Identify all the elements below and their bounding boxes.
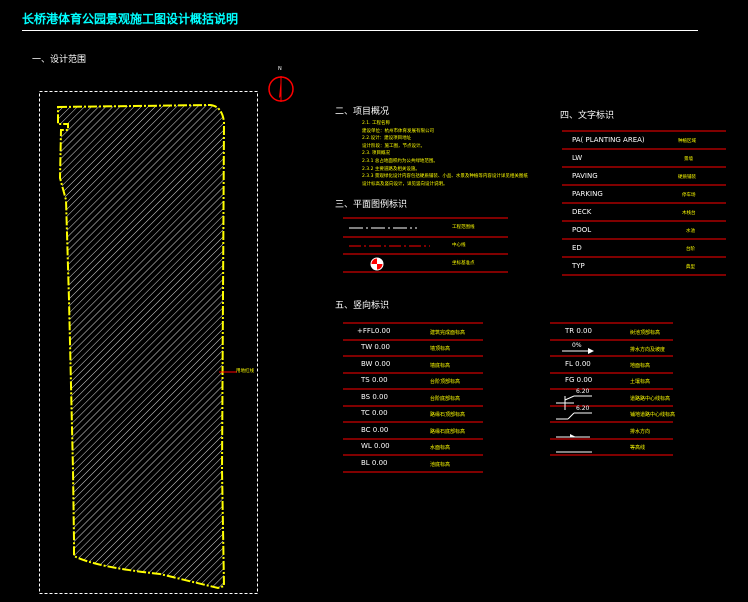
section5-heading: 五、竖向标识 [335,301,390,311]
section5-right-code: 0% [572,342,582,349]
section3-desc: 工程范围线 [452,225,475,230]
section5-left-desc: 建筑完成面标高 [430,330,466,336]
drainage-direction-icon [556,434,590,438]
section5-left-code: TS 0.00 [361,376,388,384]
section3-heading: 三、平面图例标识 [335,200,408,210]
section5-left-code: BS 0.00 [361,393,388,401]
section4-desc: 景墙 [684,157,693,162]
section2-line: 设计标高及竖向设计，详见竖向设计说明。 [362,181,448,187]
section5-right-code: FG 0.00 [565,376,593,384]
boundary-label: 用地红线 [236,369,254,374]
section5-right-desc: 树池顶部标高 [630,330,661,336]
section5-right-row-lines [550,322,673,456]
section2-heading: 二、项目概况 [335,107,390,117]
section5-left-row-lines [343,322,483,473]
section4-desc: 硬质铺装 [678,175,696,180]
section4-desc: 台阶 [686,247,695,252]
section1-heading: 一、设计范围 [32,55,87,65]
section4-code: POOL [572,226,592,234]
section2-line: 2.2.设计：建设项目地址 [362,136,412,142]
section2-line: 2.3.2 主要道路及相关设施。 [362,166,420,172]
section5-right-desc: 道路路中心线标高 [630,396,671,402]
section4-heading: 四、文字标识 [560,111,615,121]
section4-desc: 木栈台 [682,211,696,216]
section5-left-desc: 墙底标高 [430,363,451,369]
section4-desc: 水池 [686,229,695,234]
section2-line: 2.3.1 总占地面积约为公共绿地范围。 [362,158,438,164]
section2-line: 2.3.3 景观绿化设计内容包括硬质铺装、小品、水景及种植等内容设计详见相关图纸 [362,174,528,180]
section5-left-desc: 路缘石底部标高 [430,429,466,435]
section3-legend-lines [343,217,508,273]
section5-left-code: +FFL0.00 [357,327,391,335]
road-centerline-icon [556,395,592,410]
section5-right-desc: 排水方向 [630,429,651,435]
north-label: N [278,66,282,72]
section5-right-desc: 铺地道路中心线标高 [630,412,676,418]
section3-desc: 坐标基准点 [452,261,475,266]
section5-left-desc: 台阶底部标高 [430,396,461,402]
section5-left-code: TW 0.00 [361,343,391,351]
section4-code: PARKING [572,190,603,198]
section4-code: TYP [572,262,585,270]
section5-left-code: TC 0.00 [361,409,388,417]
section5-right-code: 6.20 [576,405,590,412]
section5-right-desc: 排水方向及坡度 [630,347,666,353]
section4-code: ED [572,244,582,252]
page-title: 长桥港体育公园景观施工图设计概括说明 [22,12,239,26]
section5-left-desc: 台阶顶部标高 [430,379,461,385]
section5-left-desc: 水面标高 [430,445,451,451]
section2-line: 设计阶段：施工图，节点设计。 [362,143,425,149]
section5-left-code: BW 0.00 [361,360,391,368]
title-underline [22,30,698,31]
slope-arrow-icon [562,348,594,354]
section3-desc: 中心线 [452,243,466,248]
section4-code: PAVING [572,172,598,180]
section5-left-code: BC 0.00 [361,426,389,434]
section5-left-code: WL 0.00 [361,442,390,450]
section5-left-desc: 路缘石顶部标高 [430,412,466,418]
section5-right-desc: 等高线 [630,445,646,451]
section5-right-desc: 土壤标高 [630,379,651,385]
section4-code: LW [572,154,583,162]
site-area [57,103,226,590]
section2-text-block: 2.1. 工程名称 建设单位：杭州市体育发展有限公司 2.2.设计：建设项目地址… [362,120,528,188]
section5-left-desc: 墙顶标高 [430,346,451,352]
paving-centerline-icon [556,412,592,420]
section2-line: 建设单位：杭州市体育发展有限公司 [362,128,434,134]
section4-code: PA( PLANTING AREA) [572,136,645,144]
section4-desc: 种植区域 [678,139,696,144]
section5-right-code: FL 0.00 [565,360,591,368]
section5-left-desc: 池底标高 [430,462,451,468]
section5-right-code: 6.20 [576,388,590,395]
section4-row-lines [562,130,726,276]
section4-desc: 典型 [686,265,695,270]
section5-left-code: BL 0.00 [361,459,388,467]
north-arrow-icon [268,76,294,102]
section2-line: 2.3. 项目概况 [362,151,391,157]
section5-right-desc: 地面标高 [630,363,651,369]
section2-line: 2.1. 工程名称 [362,121,391,126]
section4-desc: 停车场 [682,193,696,198]
datum-point-icon [370,257,384,271]
section4-code: DECK [572,208,592,216]
section5-right-code: TR 0.00 [565,327,592,335]
